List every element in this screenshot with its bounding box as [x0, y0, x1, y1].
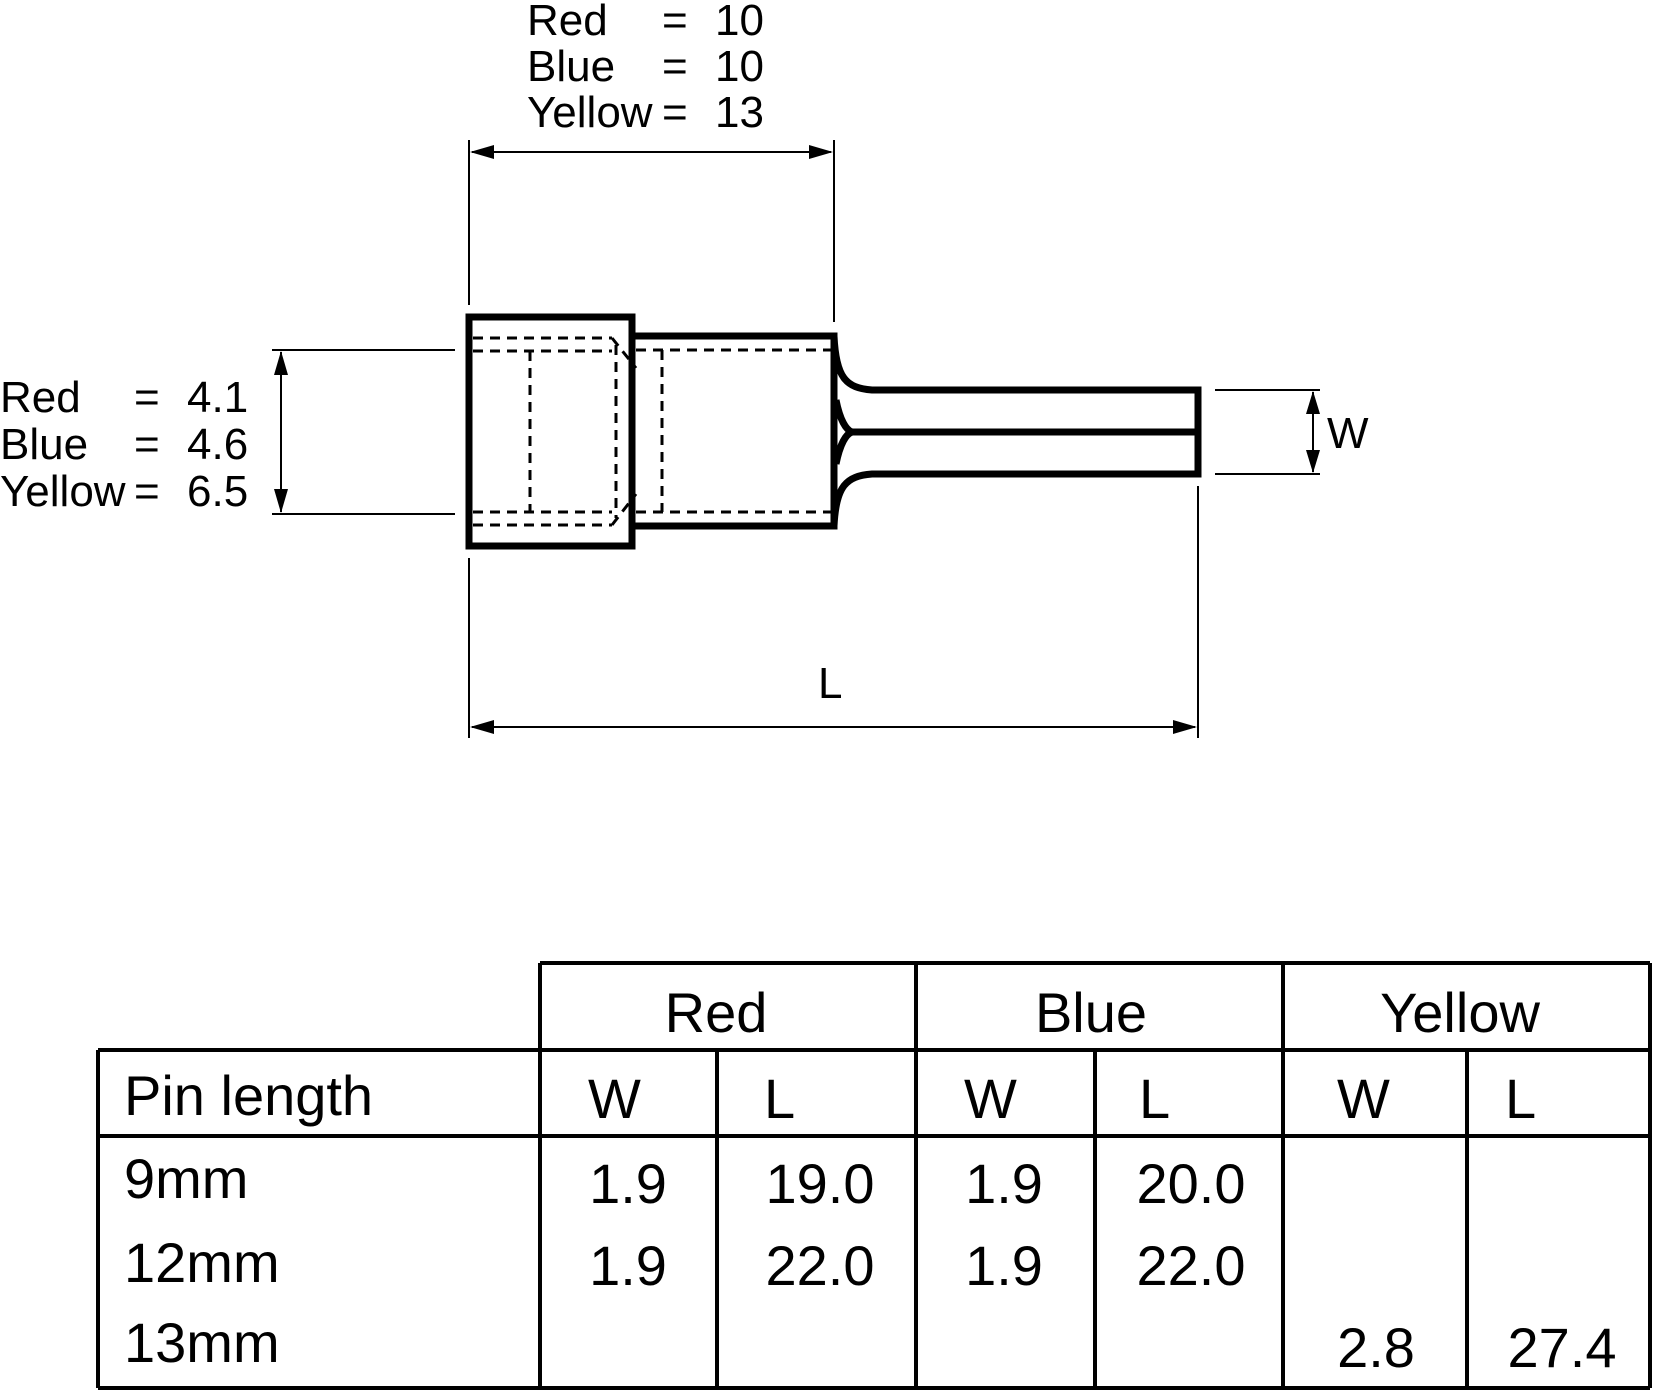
arrow-up-icon — [274, 351, 288, 375]
table-header-yellow: Yellow — [1380, 981, 1540, 1044]
top-length-value-red: 10 — [715, 0, 764, 45]
diameter-value-blue: 4.6 — [187, 420, 248, 469]
table-row-label-12mm: 12mm — [124, 1231, 280, 1294]
table-cell: 22.0 — [1137, 1234, 1246, 1297]
top-length-value-blue: 10 — [715, 42, 764, 91]
top-length-eq-yellow: = — [662, 88, 688, 137]
arrow-right-icon — [1173, 720, 1197, 734]
table-cell: 22.0 — [766, 1234, 875, 1297]
top-length-color-yellow: Yellow — [527, 88, 653, 137]
top-length-color-blue: Blue — [527, 42, 615, 91]
diameter-color-yellow: Yellow — [0, 467, 126, 516]
table-row-label-9mm: 9mm — [124, 1147, 248, 1210]
arrow-right-icon — [809, 145, 833, 159]
diameter-eq-yellow: = — [134, 467, 160, 516]
table-cell: 1.9 — [965, 1234, 1043, 1297]
insulation-sleeve — [465, 313, 636, 550]
diameter-value-red: 4.1 — [187, 373, 248, 422]
terminal-body — [465, 313, 1202, 550]
diameter-value-yellow: 6.5 — [187, 467, 248, 516]
table-cell: 20.0 — [1137, 1152, 1246, 1215]
top-length-value-yellow: 13 — [715, 88, 764, 137]
table-subheader-red-w: W — [588, 1067, 641, 1130]
pin-split-join — [832, 399, 864, 465]
table-cell: 1.9 — [589, 1234, 667, 1297]
left-dimension-line — [272, 349, 455, 515]
top-length-eq-red: = — [662, 0, 688, 45]
table-subheader-red-l: L — [764, 1067, 795, 1130]
pin-neck — [830, 335, 1202, 527]
diameter-color-blue: Blue — [0, 420, 88, 469]
top-length-color-red: Red — [527, 0, 608, 45]
width-label: W — [1327, 409, 1369, 458]
arrow-left-icon — [470, 145, 494, 159]
crimp-barrel — [632, 332, 838, 530]
table-cell: 1.9 — [589, 1152, 667, 1215]
table-row-label-13mm: 13mm — [124, 1311, 280, 1374]
table-row-header: Pin length — [124, 1064, 373, 1127]
table-subheader-yellow-w: W — [1337, 1067, 1390, 1130]
table-subheader-blue-l: L — [1139, 1067, 1170, 1130]
width-dimension: W — [1215, 389, 1369, 475]
length-dimension: L — [468, 486, 1199, 738]
diameter-eq-blue: = — [134, 420, 160, 469]
table-subheader-yellow-l: L — [1505, 1067, 1536, 1130]
dimension-table: Red Blue Yellow Pin length W L W L W L 9… — [96, 961, 1652, 1390]
arrow-down-icon — [1306, 450, 1320, 473]
arrow-left-icon — [470, 720, 494, 734]
diameter-labels: Red = 4.1 Blue = 4.6 Yellow = 6.5 — [0, 373, 248, 516]
arrow-down-icon — [274, 489, 288, 513]
top-dimension-line — [468, 140, 835, 322]
arrow-up-icon — [1306, 391, 1320, 414]
table-header-red: Red — [665, 981, 768, 1044]
top-length-eq-blue: = — [662, 42, 688, 91]
diameter-color-red: Red — [0, 373, 81, 422]
table-cell: 2.8 — [1337, 1316, 1415, 1379]
top-length-labels: Red = 10 Blue = 10 Yellow = 13 — [527, 0, 764, 137]
table-cell: 19.0 — [766, 1152, 875, 1215]
table-cell: 1.9 — [965, 1152, 1043, 1215]
length-label: L — [818, 659, 842, 708]
table-header-blue: Blue — [1035, 981, 1147, 1044]
diameter-eq-red: = — [134, 373, 160, 422]
table-subheader-blue-w: W — [964, 1067, 1017, 1130]
table-cell: 27.4 — [1508, 1316, 1617, 1379]
